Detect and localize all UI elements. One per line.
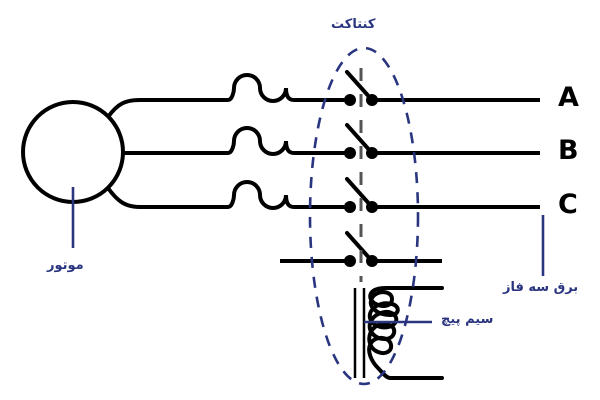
motor-label: موتور (47, 258, 84, 273)
contact-a[interactable] (344, 70, 378, 106)
contactor-enclosure-outline (308, 46, 420, 386)
three-phase-power-label: برق سه فاز (503, 280, 579, 295)
overload-relay-a (226, 73, 296, 103)
contact-auxiliary[interactable] (344, 231, 378, 267)
overload-relay-c (226, 180, 296, 210)
motor-lead-a (106, 98, 228, 119)
phase-label-b: B (558, 135, 579, 166)
phase-label-a: A (558, 82, 579, 113)
contactor-label: کنتاکت (331, 17, 376, 32)
solenoid-coil (367, 286, 444, 380)
contact-c[interactable] (344, 177, 378, 213)
motor-lead-c (106, 186, 228, 209)
contact-b[interactable] (344, 123, 378, 159)
overload-relay-b (226, 126, 296, 156)
coil-label: سیم پیچ (441, 312, 494, 327)
phase-label-c: C (558, 189, 578, 220)
